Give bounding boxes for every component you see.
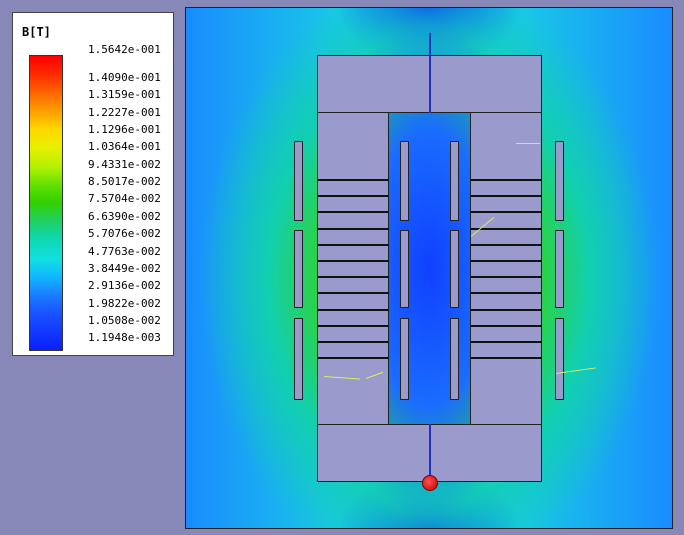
inner-bar-left-3 <box>400 318 409 400</box>
legend-tick-label: 1.4090e-001 <box>88 71 161 84</box>
coil-turn-line <box>470 211 542 214</box>
coil-turn-line <box>470 341 542 343</box>
coil-turn-line <box>470 308 542 311</box>
inner-bar-right-3 <box>450 318 459 400</box>
coil-turn-line <box>317 211 389 214</box>
outer-bar-left-3 <box>294 318 303 400</box>
legend-tick-label: 1.0364e-001 <box>88 140 161 154</box>
coil-turn-line <box>470 195 542 198</box>
legend-tick-label: 1.5642e-001 <box>88 43 161 56</box>
legend-tick-label: 1.2227e-001 <box>88 105 161 119</box>
coil-turn-line <box>470 243 542 246</box>
coil-turn-line <box>317 324 389 327</box>
coil-turn-line <box>317 357 389 360</box>
outer-bar-left-1 <box>294 141 303 221</box>
color-legend: B[T] 1.5642e-001 1.4090e-001 1.3159e-001 1.… <box>12 12 174 356</box>
core-top-yoke-right <box>430 55 542 113</box>
center-axis-top <box>429 33 431 113</box>
legend-tick-label: 1.1948e-003 <box>88 331 161 345</box>
core-bottom-yoke-right <box>430 424 542 482</box>
probe-marker-icon[interactable] <box>422 475 438 491</box>
coil-turn-line <box>317 276 389 279</box>
magnetic-field-plot[interactable] <box>185 7 673 529</box>
legend-title: B[T] <box>22 25 51 39</box>
legend-tick-label: 9.4331e-002 <box>88 157 161 171</box>
outer-bar-right-1 <box>555 141 564 221</box>
outer-bar-right-3 <box>555 318 564 400</box>
core-top-yoke-left <box>317 55 431 113</box>
core-right-leg <box>470 112 542 425</box>
inner-bar-left-1 <box>400 141 409 221</box>
legend-tick-label: 8.5017e-002 <box>88 175 161 189</box>
legend-tick-label: 6.6390e-002 <box>88 209 161 223</box>
coil-turn-line <box>470 357 542 360</box>
legend-tick-label: 1.9822e-002 <box>88 296 161 310</box>
coil-turn-line <box>470 292 542 295</box>
coil-turn-line <box>317 243 389 246</box>
coil-turn-line <box>317 179 389 181</box>
inner-bar-left-2 <box>400 230 409 308</box>
legend-tick-label: 1.0508e-002 <box>88 313 161 327</box>
legend-tick-label: 4.7763e-002 <box>88 244 161 258</box>
coil-turn-line <box>317 341 389 343</box>
field-arrow <box>516 143 540 144</box>
legend-tick-label: 5.7076e-002 <box>88 227 161 241</box>
center-axis-bottom <box>429 424 431 486</box>
inner-bar-right-1 <box>450 141 459 221</box>
legend-tick-label: 1.3159e-001 <box>88 88 161 102</box>
legend-tick-label: 7.5704e-002 <box>88 192 161 206</box>
coil-turn-line <box>470 227 542 230</box>
outer-bar-right-2 <box>555 230 564 308</box>
legend-tick-label: 2.9136e-002 <box>88 279 161 293</box>
core-bottom-yoke-left <box>317 424 431 482</box>
coil-turn-line <box>470 260 542 262</box>
coil-turn-line <box>470 324 542 327</box>
coil-turn-line <box>470 276 542 279</box>
coil-turn-line <box>317 195 389 198</box>
coil-turn-line <box>470 179 542 181</box>
coil-turn-line <box>317 260 389 262</box>
inner-bar-right-2 <box>450 230 459 308</box>
coil-turn-line <box>317 292 389 295</box>
coil-turn-line <box>317 227 389 230</box>
legend-color-bar <box>29 55 63 351</box>
coil-turn-line <box>317 308 389 311</box>
outer-bar-left-2 <box>294 230 303 308</box>
legend-tick-label: 1.1296e-001 <box>88 123 161 137</box>
legend-tick-label: 3.8449e-002 <box>88 261 161 275</box>
